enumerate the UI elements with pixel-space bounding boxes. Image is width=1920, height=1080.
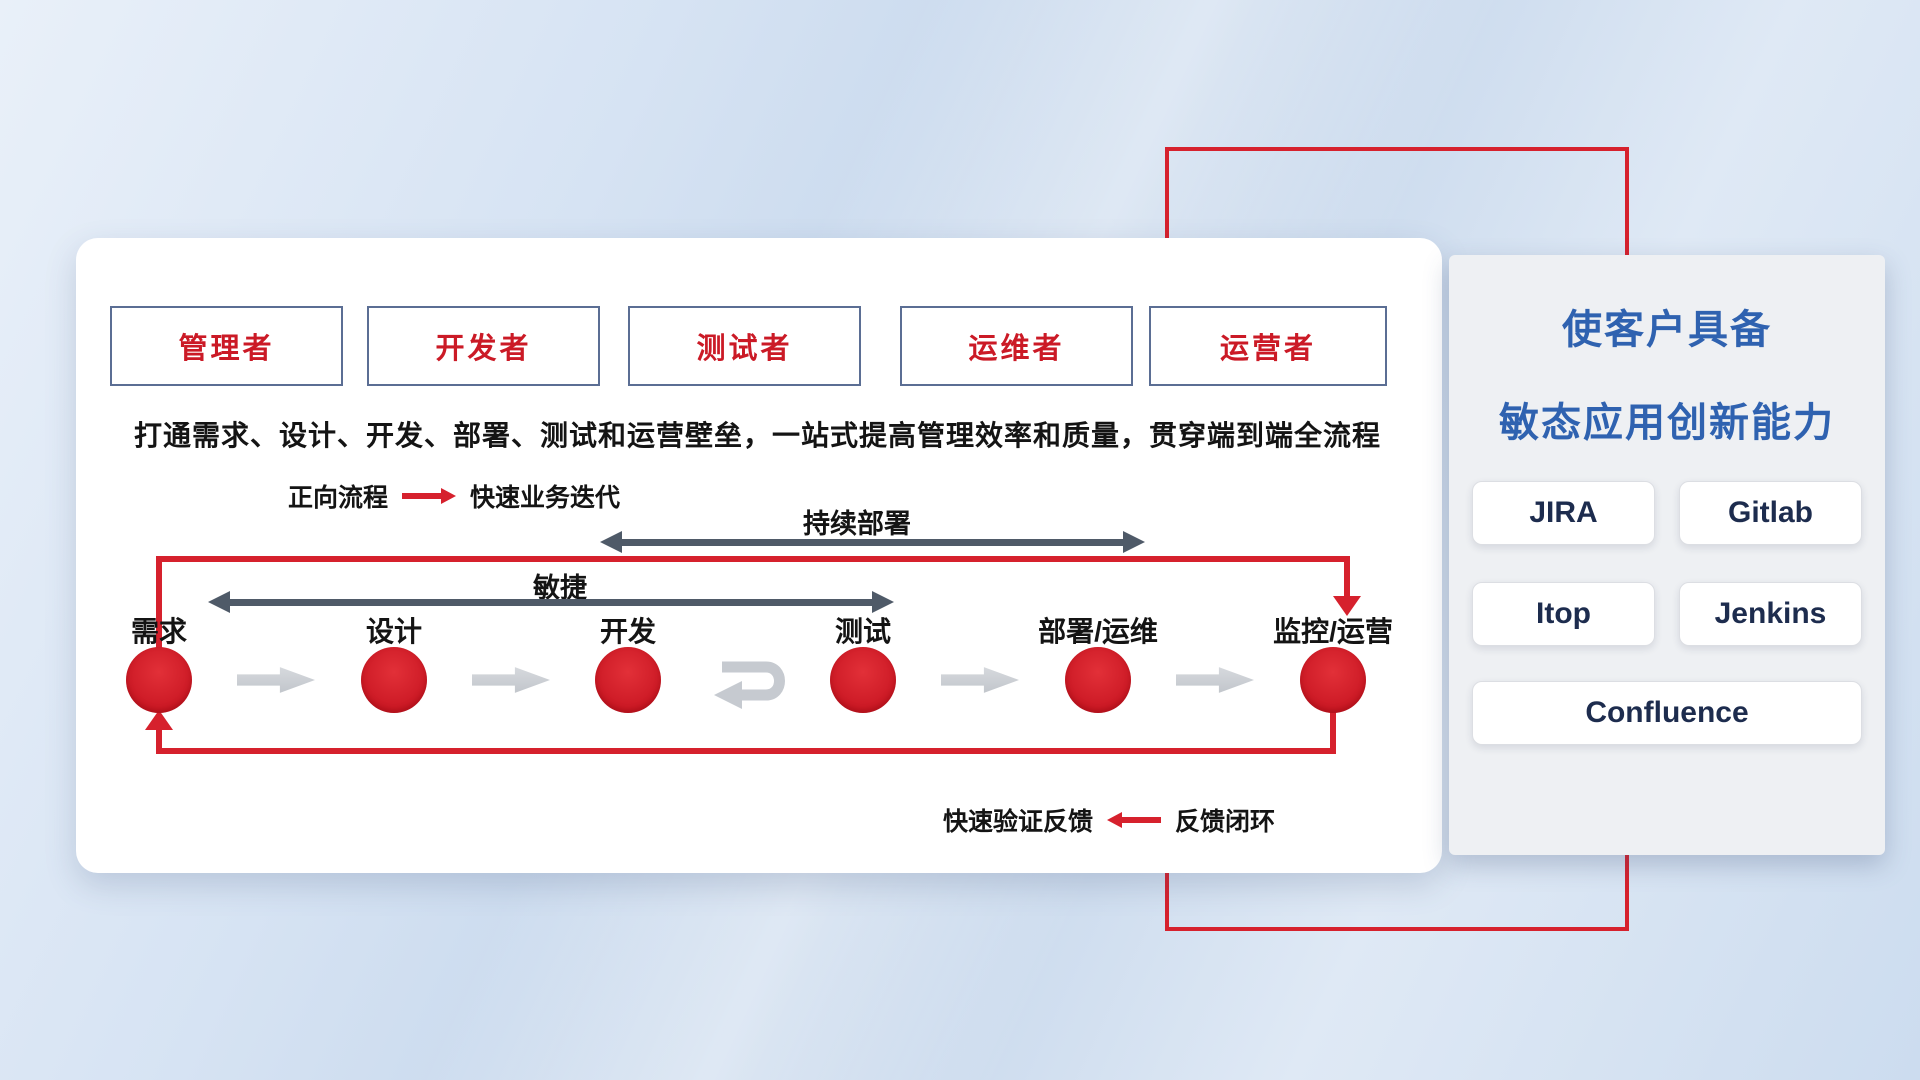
headline-text: 打通需求、设计、开发、部署、测试和运营壁垒，一站式提高管理效率和质量，贯穿端到端… (134, 420, 1382, 451)
forward-flow-legend: 正向流程 快速业务迭代 (288, 478, 620, 514)
feedback-loop-top-line (156, 556, 1350, 562)
feedback-legend: 快速验证反馈 反馈闭环 (943, 802, 1275, 838)
role-box-operator: 运营者 (1149, 306, 1387, 386)
flow-step-label-develop: 开发 (599, 616, 656, 647)
feedback-loop-left-line (156, 556, 162, 648)
continuous-deploy-span-arrow-icon (600, 530, 1145, 554)
forward-flow-label: 正向流程 (288, 484, 389, 512)
flow-step-label-monitor-op: 监控/运营 (1273, 616, 1393, 647)
feedback-loop-down-arrow-icon (1333, 596, 1361, 616)
tool-chip-confluence: Confluence (1472, 681, 1862, 745)
feedback-loop-bottom-line (156, 748, 1336, 754)
role-box-ops: 运维者 (900, 306, 1133, 386)
tool-chip-jenkins: Jenkins (1679, 582, 1862, 646)
feedback-legend-label: 快速验证反馈 (943, 808, 1094, 836)
flow-step-label-design: 设计 (365, 616, 422, 647)
capability-panel (1449, 255, 1885, 855)
feedback-loop-up-arrow-icon (145, 710, 173, 730)
flow-node-test (830, 647, 896, 713)
flow-step-label-deploy-ops: 部署/运维 (1038, 616, 1158, 647)
feedback-loop-right-bottom-line (1330, 704, 1336, 754)
iteration-loop-icon (714, 661, 785, 709)
flow-step-label-requirements: 需求 (130, 616, 187, 647)
feedback-arrow-icon (1107, 812, 1162, 828)
continuous-deploy-label: 持续部署 (803, 509, 911, 539)
capability-title-line1: 使客户具备 (1562, 308, 1772, 352)
tool-chip-itop: Itop (1472, 582, 1655, 646)
feedback-loop-right-top-line (1344, 556, 1350, 598)
flow-node-design (361, 647, 427, 713)
flow-node-requirements (126, 647, 192, 713)
agile-label: 敏捷 (533, 573, 587, 603)
tool-chip-gitlab: Gitlab (1679, 481, 1862, 545)
tool-chip-jira: JIRA (1472, 481, 1655, 545)
role-box-tester: 测试者 (628, 306, 861, 386)
role-box-manager: 管理者 (110, 306, 343, 386)
flow-node-deploy-ops (1065, 647, 1131, 713)
feedback-legend-value: 反馈闭环 (1175, 808, 1276, 836)
forward-arrow-icon (402, 488, 457, 504)
feedback-loop-left-bottom-line (156, 728, 162, 754)
flow-node-monitor-op (1300, 647, 1366, 713)
flow-step-label-test: 测试 (834, 616, 891, 647)
agile-span-arrow-icon (208, 590, 894, 614)
role-box-developer: 开发者 (367, 306, 600, 386)
forward-flow-value: 快速业务迭代 (470, 484, 621, 512)
flow-node-develop (595, 647, 661, 713)
capability-title-line2: 敏态应用创新能力 (1499, 401, 1835, 445)
